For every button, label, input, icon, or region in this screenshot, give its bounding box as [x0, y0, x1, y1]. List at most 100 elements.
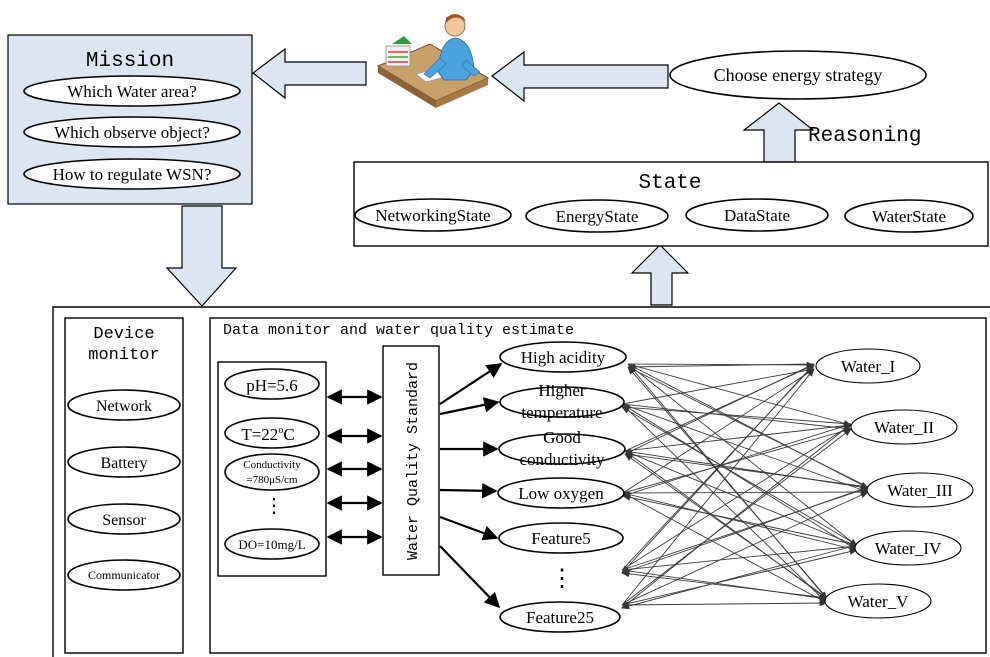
- mesh-link-water-iv-to-feature-25: [621, 544, 858, 610]
- mesh-link-feature-25-to-water-i: [621, 368, 815, 606]
- feature-high-acidity-label: High acidity: [521, 348, 606, 367]
- mesh-link-low-oxygen-to-water-i: [622, 368, 815, 494]
- water-class-i-ellipse: [815, 348, 921, 384]
- mesh-link-water-ii-to-low-oxygen: [622, 423, 852, 497]
- sensor-ph-ellipse: [224, 368, 320, 400]
- water-class-ii-ellipse: [850, 409, 958, 445]
- mesh-link-water-iv-to-higher-temp: [621, 406, 858, 546]
- device-sensor-label: Sensor: [102, 512, 146, 529]
- state-networking-label: NetworkingState: [375, 206, 490, 225]
- mesh-link-low-oxygen-to-water-v: [622, 492, 828, 604]
- feature-good-conductivity-ellipse: [498, 433, 626, 465]
- feature-25-ellipse: [499, 601, 621, 633]
- mesh-link-feature-25-to-water-iii: [621, 491, 869, 606]
- state-networking-ellipse: [354, 198, 512, 232]
- device-network-label: Network: [96, 398, 152, 415]
- mission-item-observe-object-ellipse: [23, 116, 241, 148]
- mesh-link-high-acidity-to-water-iv: [627, 363, 858, 547]
- sensor-more-dots: ⋮: [264, 495, 284, 517]
- sensor-conductivity-line1: Conductivity: [243, 459, 301, 471]
- mesh-link-low-oxygen-to-water-iii: [622, 488, 869, 496]
- mission-item-water-area-ellipse: [23, 75, 241, 107]
- features-group: High acidity Higher temperature Good con…: [497, 341, 627, 633]
- water-class-v-label: Water_V: [848, 592, 910, 611]
- mesh-link-water-v-to-feature-5: [621, 570, 828, 599]
- water-class-iii-ellipse: [866, 472, 974, 508]
- sensor-temp-ellipse: [224, 417, 320, 449]
- sensor-conductivity-ellipse: [224, 453, 320, 491]
- mesh-link-feature-5-to-water-ii: [621, 424, 852, 571]
- feature-higher-temp-line1: Higher: [538, 381, 586, 400]
- water-class-iii-label: Water_III: [887, 481, 953, 500]
- sensor-do-ellipse: [224, 528, 320, 560]
- mesh-link-water-iii-to-high-acidity: [627, 366, 869, 488]
- mesh-link-water-iii-to-good-conductivity: [624, 451, 869, 488]
- mesh-link-water-v-to-good-conductivity: [624, 453, 828, 599]
- sensor-conductivity-line2: =780μS/cm: [246, 474, 298, 486]
- mesh-link-feature-25-to-water-iv: [621, 548, 858, 606]
- water-class-ii-label: Water_II: [874, 418, 934, 437]
- device-battery-label: Battery: [100, 455, 147, 472]
- mesh-link-low-oxygen-to-water-iv: [622, 492, 858, 552]
- state-energy-ellipse: [525, 199, 669, 233]
- sensor-readings-panel: pH=5.6 T=22oC Conductivity =780μS/cm ⋮ D…: [217, 361, 327, 577]
- mesh-link-water-ii-to-higher-temp: [621, 404, 852, 425]
- sensor-temp-label: T=22oC: [241, 425, 294, 444]
- mesh-link-water-ii-to-feature-25: [621, 423, 852, 609]
- arrow-strategy-to-person: [491, 50, 669, 103]
- mission-item-regulate-wsn: How to regulate WSN?: [53, 165, 212, 184]
- feature-higher-temp-line2: temperature: [521, 403, 602, 422]
- mesh-link-higher-temp-to-water-iv: [621, 403, 858, 551]
- standard-feature-links: [439, 363, 503, 609]
- mesh-link-feature-25-to-water-ii: [621, 428, 852, 606]
- state-data-label: DataState: [724, 206, 790, 225]
- device-battery-ellipse: [67, 446, 181, 478]
- strategy-ellipse: [669, 50, 927, 100]
- feature-5-label: Feature5: [531, 529, 590, 548]
- water-quality-standard-box: [382, 345, 440, 576]
- mesh-link-water-i-to-good-conductivity: [624, 363, 815, 455]
- device-monitor-panel: Device monitor Network Battery Sensor Co…: [64, 317, 184, 654]
- data-monitor-title: Data monitor and water quality estimate: [223, 322, 574, 339]
- feature-class-mesh: [621, 361, 869, 610]
- state-water-ellipse: [844, 199, 974, 233]
- mission-panel: Mission Which Water area? Which observe …: [7, 34, 253, 205]
- feature-good-conductivity-line1: Good: [543, 428, 581, 447]
- state-energy-label: EnergyState: [556, 207, 639, 226]
- water-classes-group: Water_I Water_II Water_III Water_IV Wate…: [815, 348, 974, 619]
- water-class-v-ellipse: [824, 583, 932, 619]
- device-sensor-ellipse: [67, 503, 181, 535]
- mesh-link-water-i-to-high-acidity: [627, 363, 815, 371]
- state-panel: State NetworkingState EnergyState DataSt…: [353, 161, 989, 247]
- mesh-link-water-i-to-feature-5: [621, 363, 815, 574]
- mesh-link-feature-25-to-water-v: [621, 599, 828, 607]
- mission-item-observe-object: Which observe object?: [54, 123, 210, 142]
- device-communicator-label: Communicator: [88, 568, 160, 582]
- mesh-link-higher-temp-to-water-i: [621, 367, 815, 405]
- feature-more-dots: ⋮: [550, 566, 574, 592]
- state-water-label: WaterState: [872, 207, 946, 226]
- sensor-do-label: DO=10mg/L: [238, 537, 305, 552]
- reasoning-label: Reasoning: [808, 125, 921, 148]
- device-communicator-ellipse: [67, 559, 181, 591]
- mesh-link-higher-temp-to-water-ii: [621, 403, 852, 432]
- mesh-link-low-oxygen-to-water-ii: [622, 427, 852, 494]
- feature-25-label: Feature25: [526, 608, 594, 627]
- mesh-link-water-iv-to-low-oxygen: [622, 494, 858, 546]
- arrow-monitor-to-state: [630, 244, 690, 306]
- water-class-i-label: Water_I: [841, 357, 896, 376]
- decision-maker-icon: [376, 14, 490, 108]
- mesh-link-water-v-to-high-acidity: [627, 366, 828, 599]
- water-quality-standard-label: Water Quality Standard: [405, 362, 422, 560]
- device-monitor-title-line1: Device: [93, 325, 154, 344]
- feature-good-conductivity-line2: conductivity: [520, 450, 605, 469]
- mesh-link-feature-5-to-water-iv: [621, 543, 858, 571]
- feature-5-ellipse: [498, 522, 624, 554]
- arrow-state-to-strategy: [742, 102, 815, 163]
- mission-item-water-area: Which Water area?: [67, 82, 197, 101]
- mission-item-regulate-wsn-ellipse: [23, 158, 241, 190]
- water-class-iv-label: Water_IV: [875, 539, 942, 558]
- arrow-person-to-mission: [252, 47, 367, 100]
- feature-low-oxygen-label: Low oxygen: [518, 484, 604, 503]
